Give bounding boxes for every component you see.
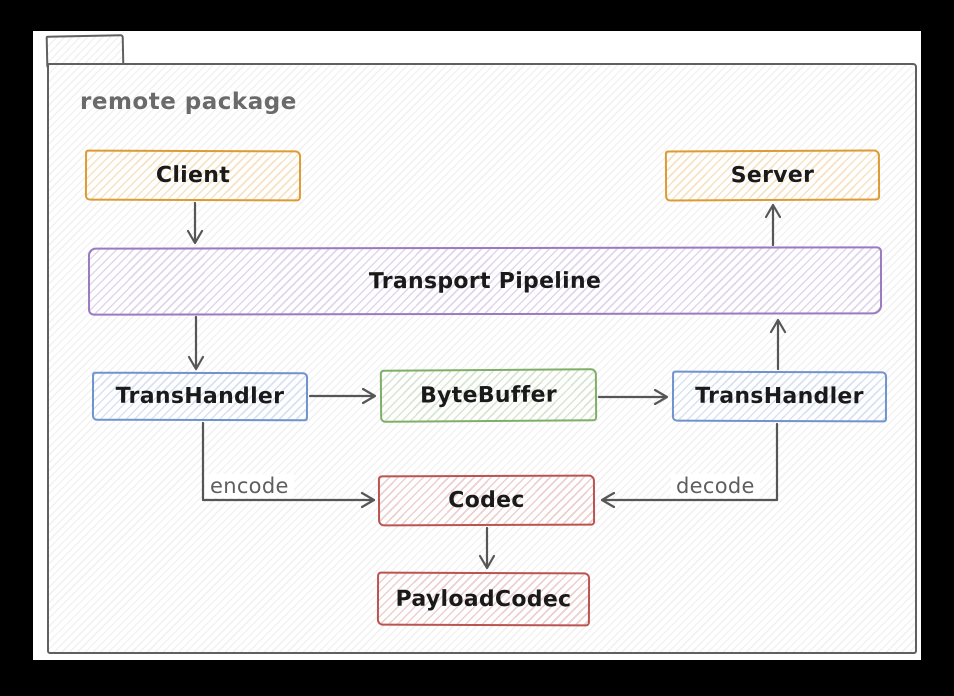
node-codec: Codec [377, 474, 596, 527]
node-bytebuffer: ByteBuffer [379, 368, 598, 423]
node-client-label: Client [155, 162, 231, 189]
node-transhandler-left-label: TransHandler [115, 383, 285, 410]
node-transhandler-right: TransHandler [671, 370, 888, 423]
node-transport-pipeline-label: Transport Pipeline [368, 268, 602, 294]
diagram-page: remote package Client Ser [33, 31, 921, 660]
edge-label-encode: encode [205, 474, 294, 498]
node-transport-pipeline: Transport Pipeline [87, 246, 883, 316]
node-bytebuffer-label: ByteBuffer [419, 382, 558, 409]
node-payloadcodec: PayloadCodec [376, 571, 591, 627]
node-codec-label: Codec [448, 487, 525, 514]
node-server: Server [664, 149, 881, 202]
node-server-label: Server [730, 162, 815, 189]
node-transhandler-left: TransHandler [91, 371, 309, 422]
node-client: Client [84, 149, 302, 202]
package-title: remote package [80, 89, 297, 115]
node-payloadcodec-label: PayloadCodec [395, 586, 572, 612]
node-transhandler-right-label: TransHandler [695, 383, 864, 410]
edge-label-decode: decode [671, 474, 760, 498]
